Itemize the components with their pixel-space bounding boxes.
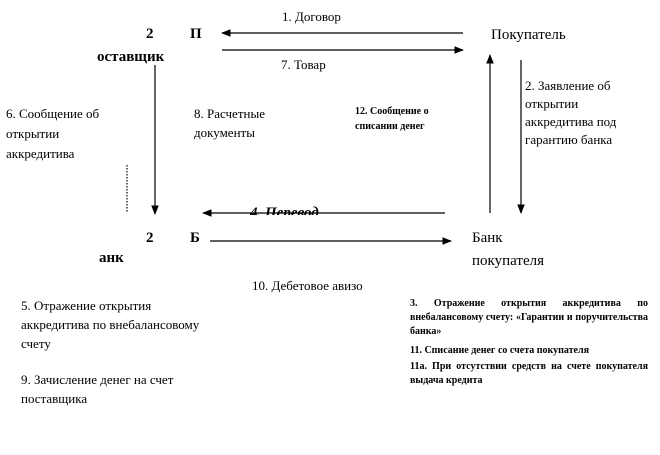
buyer-bank-line2: покупателя [472,253,544,269]
flow-goods-label: 7. Товар [281,57,326,72]
supplier-bank-label: анк [99,250,124,266]
note-offbalance-supplier-bank: 5. Отражение открытия аккредитива по вне… [21,298,200,351]
buyer-label: Покупатель [491,27,566,43]
supplier-number: 2 [146,26,154,42]
note-credit-supplier: 9. Зачисление денег на счет поставщика [21,372,174,406]
flow-application-label: 2. Заявление об открытии аккредитива под… [525,78,617,147]
note-offbalance-buyer-bank: 3. Отражение открытия аккредитива по вне… [410,298,648,337]
supplier-initial: П [190,26,202,42]
note-credit-issue: 11а. При отсутствии средств на счете пок… [410,361,648,386]
flow-documents-label: 8. Расчетные документы [194,106,265,140]
flow-debit-advice-label: 10. Дебетовое авизо [252,278,363,293]
flow-contract-label: 1. Договор [282,9,341,24]
flow-transfer-label: 4. Перевод [250,205,319,215]
supplier-bank-initial: Б [190,230,200,246]
supplier-label: оставщик [97,49,165,65]
buyer-bank-line1: Банк [472,230,503,246]
flow-debit-notice-label: 12. Сообщение о списании денег [355,106,429,132]
supplier-bank-number: 2 [146,230,154,246]
flow-lc-notice-label: 6. Сообщение об открытии аккредитива [6,106,100,161]
note-debit-buyer: 11. Списание денег со счета покупателя [410,345,589,356]
